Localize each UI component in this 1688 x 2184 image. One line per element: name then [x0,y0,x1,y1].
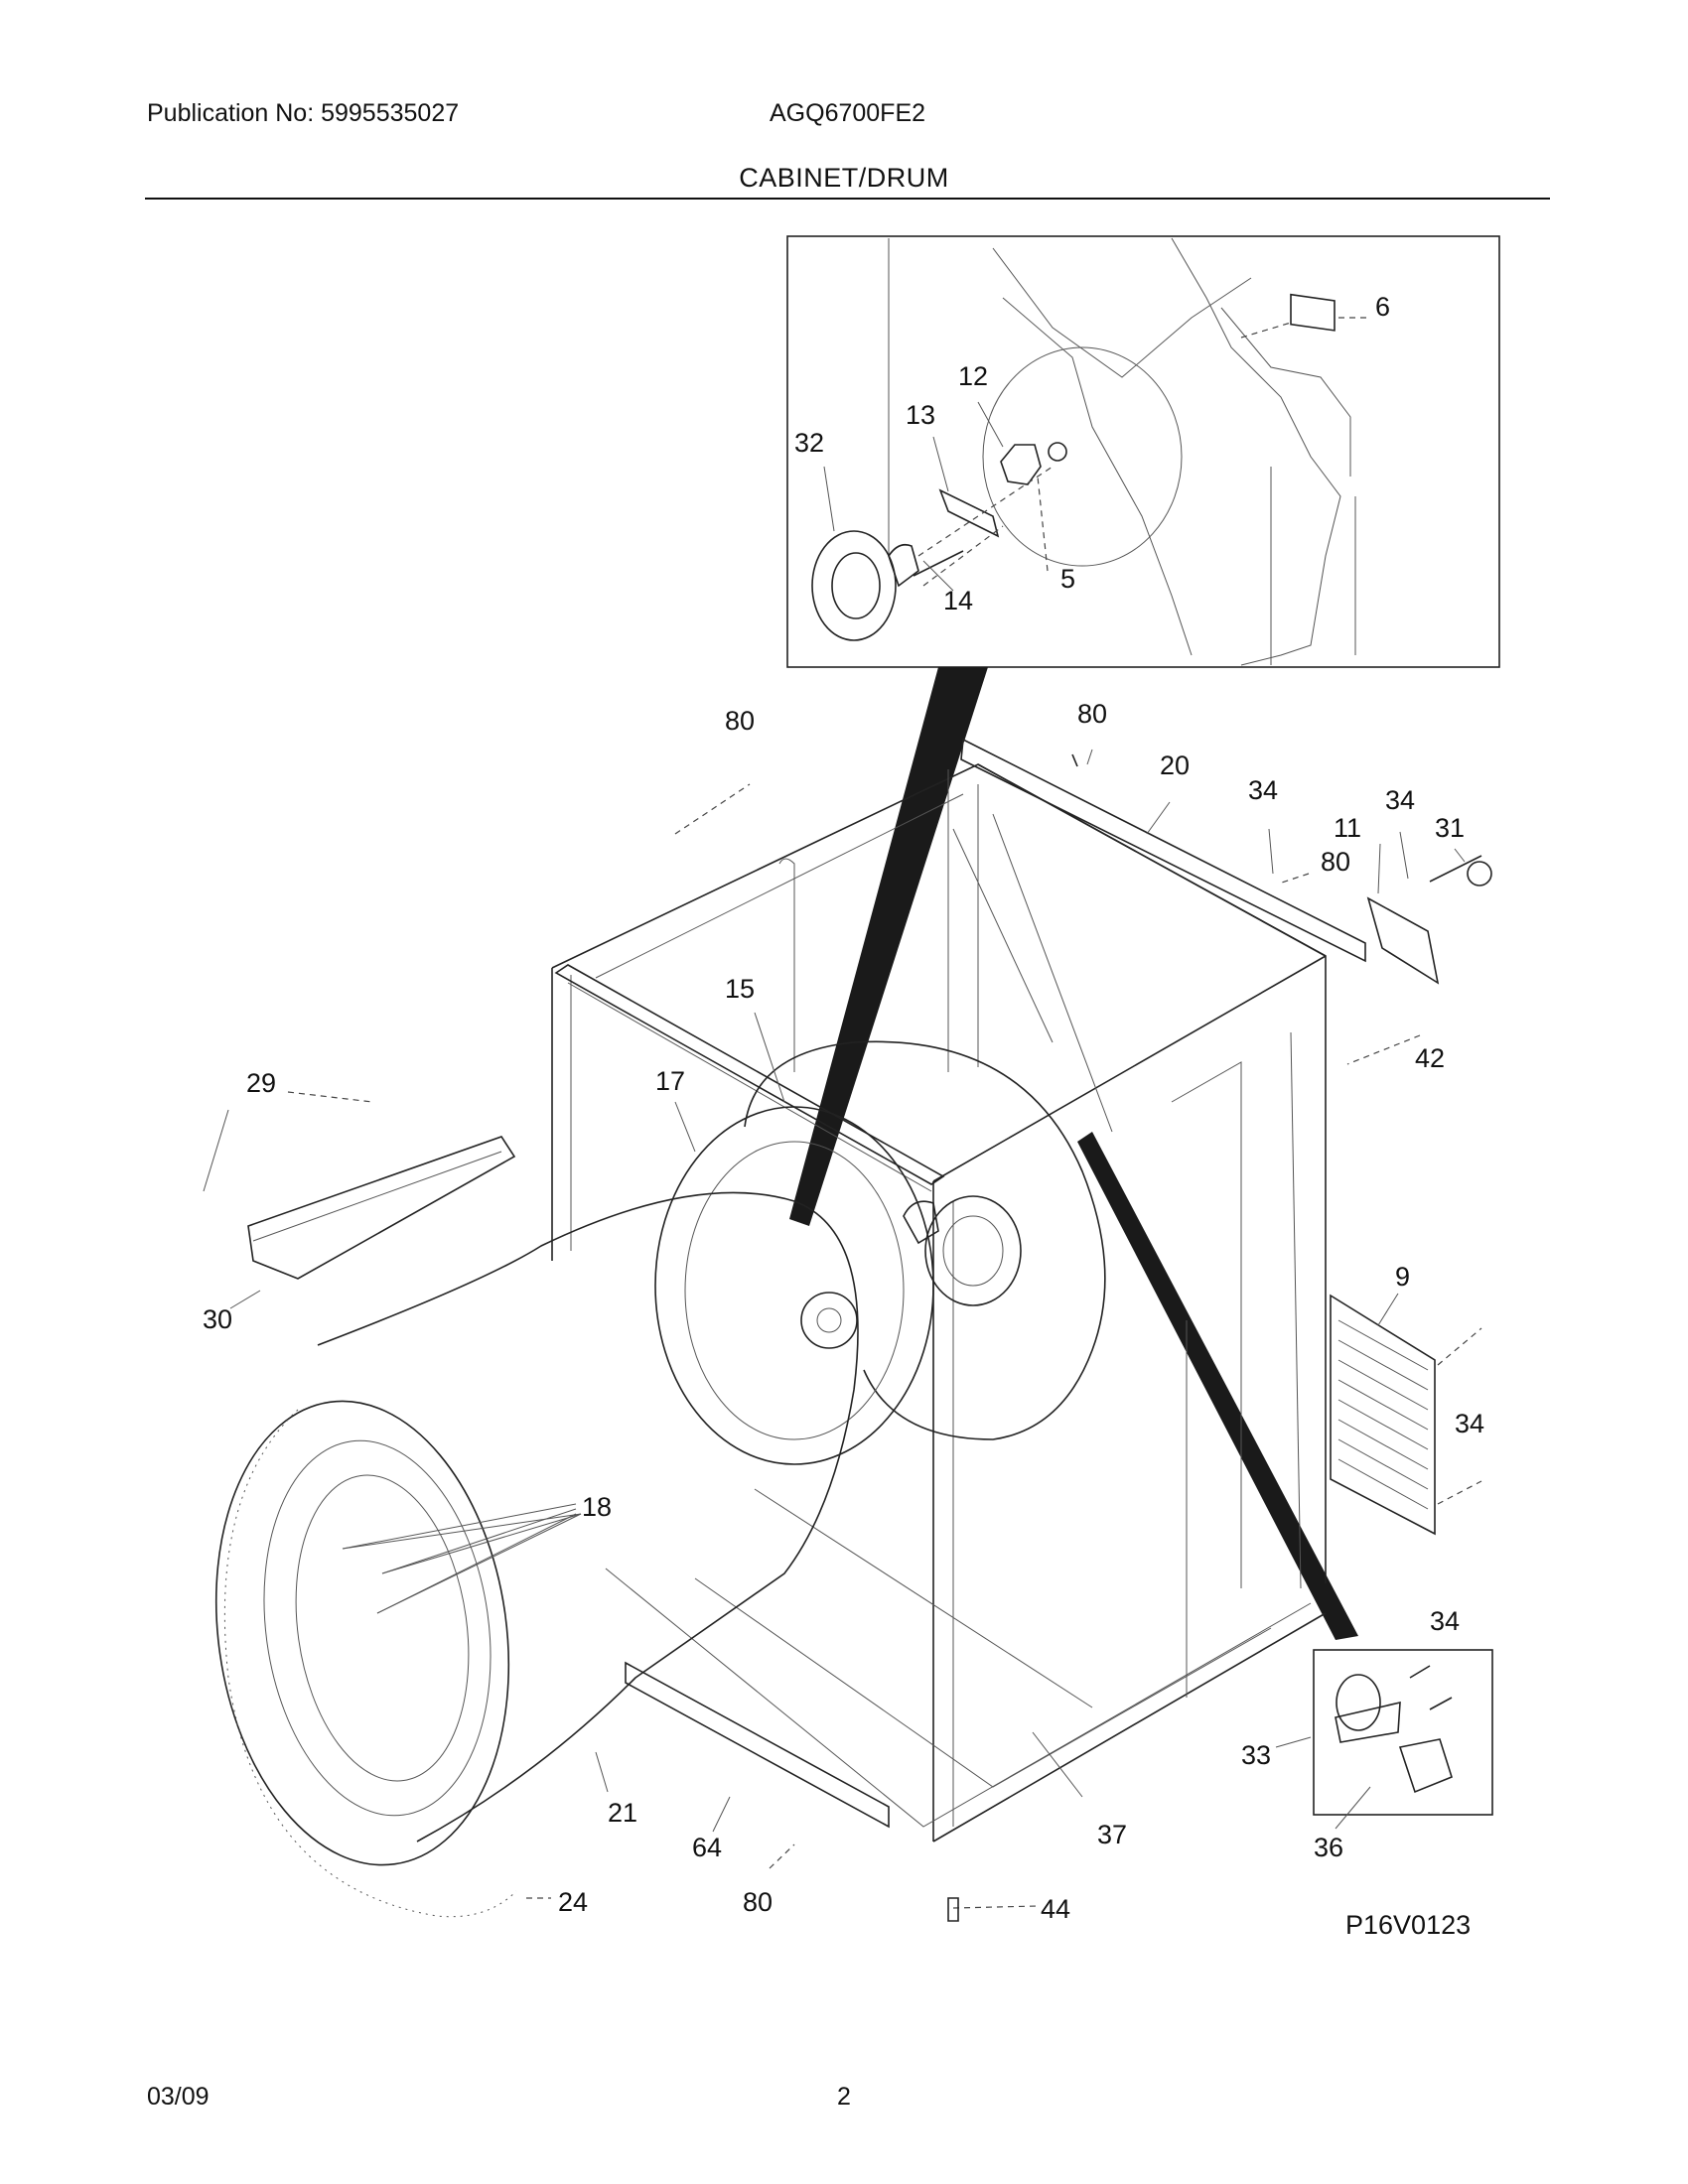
label-34-b: 34 [1385,785,1415,815]
label-33: 33 [1241,1740,1271,1770]
page-number: 2 [837,2083,851,2111]
label-34-c: 34 [1455,1409,1484,1438]
part-9-panel [1330,1294,1436,1536]
label-5: 5 [1060,564,1075,594]
label-18: 18 [582,1492,612,1522]
label-80-bottom: 80 [743,1887,773,1917]
label-14: 14 [943,586,973,615]
label-42: 42 [1415,1043,1445,1073]
part-17-front-bulkhead [654,1106,934,1465]
part-21-drum [214,1191,859,1866]
label-34-d: 34 [1430,1606,1460,1636]
part-30-trim [247,1136,516,1280]
inset-detail-thermostat [1313,1649,1493,1816]
part-15-bulkhead [744,1040,1106,1440]
label-30: 30 [203,1304,232,1334]
label-17: 17 [655,1066,685,1096]
label-20: 20 [1160,751,1190,780]
part-11-bracket [1366,896,1440,985]
part-64-rail [625,1661,890,1829]
label-80-top: 80 [1077,699,1107,729]
label-64: 64 [692,1833,722,1862]
label-31: 31 [1435,813,1465,843]
part-24-seal [223,1409,517,1918]
label-80-right: 80 [1321,847,1350,877]
inset-detail [786,235,1500,668]
label-36: 36 [1314,1833,1343,1862]
label-44: 44 [1041,1894,1070,1924]
publication-number: Publication No: 5995535027 [147,99,460,127]
cabinet [551,763,1327,1843]
label-15: 15 [725,974,755,1004]
label-11: 11 [1334,813,1361,843]
label-9: 9 [1395,1262,1410,1292]
label-29: 29 [246,1068,276,1098]
part-20-rail [960,738,1366,963]
label-24: 24 [558,1887,588,1917]
label-34-a: 34 [1248,775,1278,805]
label-37: 37 [1097,1820,1127,1849]
label-6: 6 [1375,292,1390,322]
label-12: 12 [958,361,988,391]
leader-lines [203,749,1482,1909]
page-title: CABINET/DRUM [739,163,949,193]
label-80-top-left: 80 [725,706,755,736]
model-number: AGQ6700FE2 [770,99,926,127]
diagram-reference-code: P16V0123 [1345,1910,1471,1940]
header-rule [145,198,1550,200]
footer-date: 03/09 [147,2083,210,2111]
label-32: 32 [794,428,824,458]
label-21: 21 [608,1798,637,1828]
label-13: 13 [906,400,935,430]
